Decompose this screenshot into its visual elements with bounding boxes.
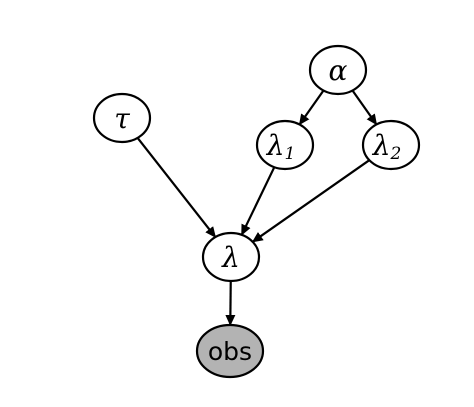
edges-layer	[136, 89, 378, 327]
node-lambda2-ellipse	[361, 119, 421, 171]
node-lambda2: λ2	[361, 119, 421, 171]
node-obs: obs	[195, 323, 265, 379]
node-lambda2-subscript: 2	[389, 144, 401, 164]
node-lambda2-label: λ2	[372, 129, 402, 165]
node-tau-symbol: τ	[114, 102, 130, 135]
edge-alpha-to-lambda1	[298, 89, 325, 126]
node-alpha-ellipse	[308, 44, 368, 96]
node-lambda1: λ1	[255, 119, 315, 171]
node-lambda1-subscript: 1	[284, 144, 295, 164]
node-obs-symbol: obs	[208, 337, 252, 366]
edge-lambda2-to-lambda	[251, 159, 370, 243]
node-alpha-label: α	[329, 54, 348, 87]
node-tau: τ	[92, 92, 152, 144]
node-lambda-symbol: λ	[221, 241, 240, 274]
node-tau-ellipse	[92, 92, 152, 144]
node-alpha-symbol: α	[329, 54, 348, 87]
edge-tau-to-lambda	[136, 137, 217, 238]
edge-lambda1-to-lambda	[240, 166, 276, 236]
edge-alpha-to-lambda2	[351, 89, 378, 126]
node-obs-ellipse	[195, 323, 265, 379]
node-lambda1-label: λ1	[266, 129, 296, 165]
node-obs-label: obs	[208, 337, 252, 366]
node-tau-label: τ	[114, 102, 130, 135]
node-lambda-label: λ	[221, 241, 240, 274]
node-alpha: α	[308, 44, 368, 96]
node-lambda1-symbol: λ	[266, 129, 285, 162]
node-lambda2-symbol: λ	[372, 129, 391, 162]
node-lambda1-ellipse	[255, 119, 315, 171]
node-lambda-ellipse	[201, 231, 261, 283]
node-lambda: λ	[201, 231, 261, 283]
